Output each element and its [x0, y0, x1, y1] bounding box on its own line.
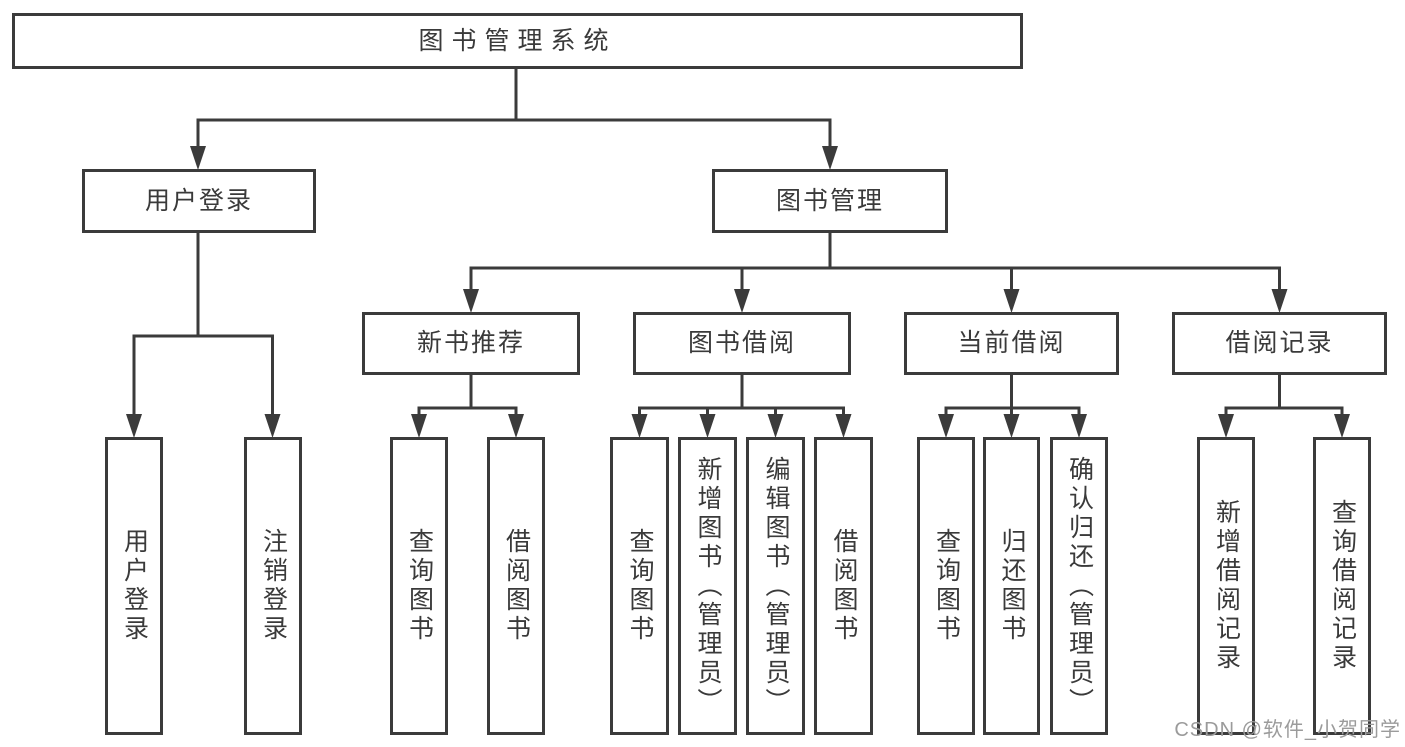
leaf-label: 查询图书 [405, 528, 434, 644]
csdn-watermark: CSDN @软件_小贺同学 [1174, 719, 1401, 741]
node-leaf-add-borrow-record: 新增借阅记录 [1197, 437, 1255, 735]
leaf-label: 新增借阅记录 [1212, 499, 1241, 673]
node-leaf-logout: 注销登录 [244, 437, 302, 735]
arrowhead [1334, 414, 1350, 438]
arrowhead [822, 146, 838, 170]
leaf-label: 借阅图书 [830, 528, 858, 644]
leaf-label: 借阅图书 [502, 528, 531, 644]
node-leaf-edit-books-admin: 编辑图书（管理员） [746, 437, 805, 735]
arrowhead [631, 414, 648, 438]
node-leaf-confirm-return-admin: 确认归还（管理员） [1050, 437, 1108, 735]
leaf-label: 新增图书（管理员） [694, 455, 722, 717]
node-current-borrowing: 当前借阅 [904, 312, 1119, 375]
arrowhead [411, 414, 427, 438]
edge-records-bar [1224, 406, 1344, 426]
node-new-book-recommendation: 新书推荐 [362, 312, 580, 375]
edge-new-books-bar [417, 406, 518, 426]
leaf-label: 确认归还（管理员） [1065, 455, 1094, 717]
arrowhead [734, 289, 750, 313]
arrowhead [1271, 289, 1288, 313]
edge-borrowing-bar [638, 406, 845, 426]
arrowhead [1071, 414, 1087, 438]
node-book-management: 图书管理 [712, 169, 948, 233]
node-library-management-system: 图书管理系统 [12, 13, 1023, 69]
arrowhead [938, 414, 954, 438]
node-leaf-add-books-admin: 新增图书（管理员） [678, 437, 737, 735]
arrowhead [190, 146, 206, 170]
edge-book-mgmt-bar [469, 266, 1281, 301]
node-leaf-borrow-books-2: 借阅图书 [814, 437, 873, 735]
node-leaf-query-borrow-record: 查询借阅记录 [1313, 437, 1371, 735]
edge-user-login-bar [132, 334, 274, 426]
arrowhead [1003, 289, 1020, 313]
arrowhead [767, 414, 784, 438]
arrowhead-group [126, 146, 1350, 438]
leaf-label: 用户登录 [120, 528, 149, 644]
leaf-label: 注销登录 [259, 528, 288, 644]
arrowhead [264, 414, 281, 438]
leaf-label: 编辑图书（管理员） [762, 455, 790, 717]
node-user-login: 用户登录 [82, 169, 316, 233]
node-leaf-query-books-1: 查询图书 [390, 437, 448, 735]
leaf-label: 查询图书 [626, 528, 654, 644]
arrowhead [463, 289, 479, 313]
arrowhead [835, 414, 852, 438]
node-leaf-query-books-3: 查询图书 [917, 437, 975, 735]
arrowhead [126, 414, 142, 438]
arrowhead [508, 414, 524, 438]
leaf-label: 归还图书 [998, 528, 1026, 644]
arrowhead [699, 414, 716, 438]
arrowhead [1003, 414, 1020, 438]
arrowhead [1218, 414, 1234, 438]
node-leaf-query-books-2: 查询图书 [610, 437, 669, 735]
node-leaf-borrow-books-1: 借阅图书 [487, 437, 545, 735]
node-leaf-user-login: 用户登录 [105, 437, 163, 735]
node-borrowing-records: 借阅记录 [1172, 312, 1387, 375]
edge-root-bar [196, 118, 832, 158]
node-leaf-return-books: 归还图书 [983, 437, 1040, 735]
leaf-label: 查询借阅记录 [1328, 499, 1357, 673]
leaf-label: 查询图书 [932, 528, 961, 644]
node-book-borrowing: 图书借阅 [633, 312, 851, 375]
